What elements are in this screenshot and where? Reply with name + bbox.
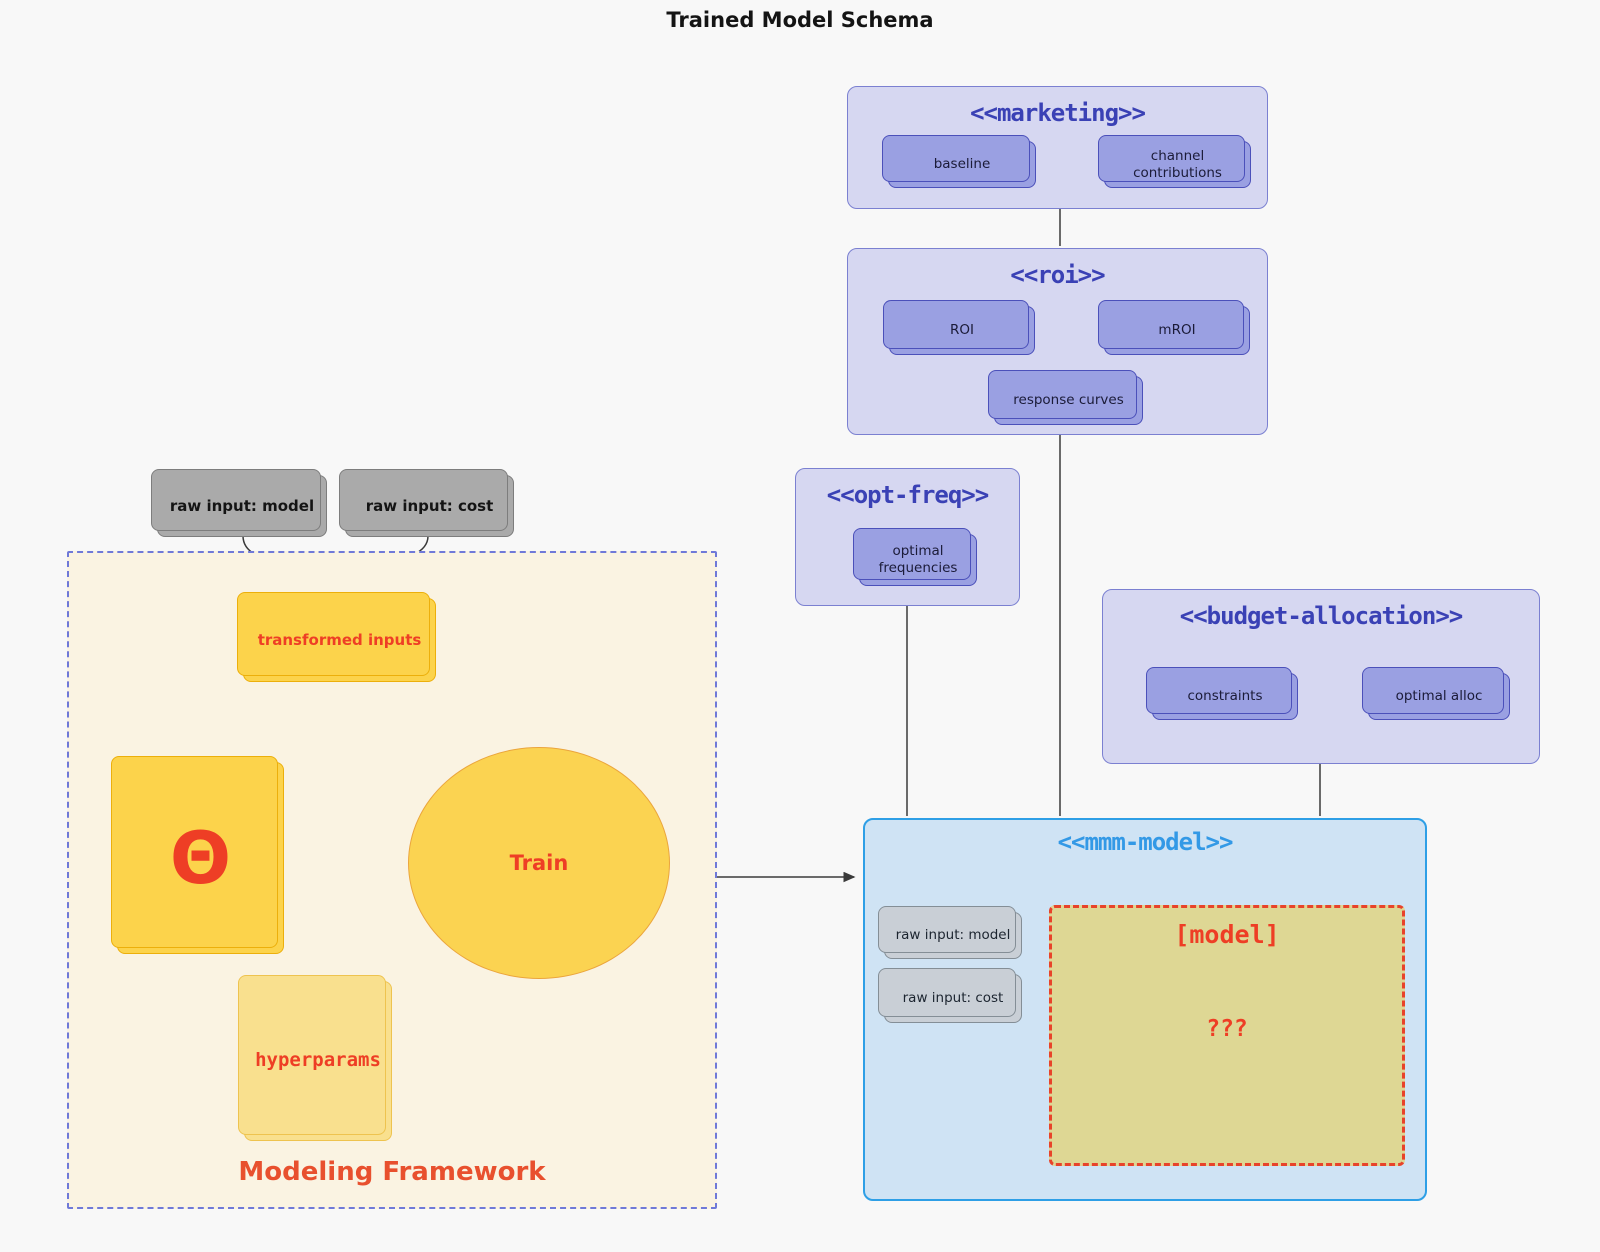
node-mroi: mROI <box>1098 300 1250 355</box>
group-budget-allocation-title: <<budget-allocation>> <box>1179 602 1463 630</box>
group-mmm-model-title: <<mmm-model>> <box>1057 828 1234 856</box>
model-unknown-label: ??? <box>1206 1016 1248 1042</box>
group-marketing: <<marketing>> baseline channel contribut… <box>847 86 1268 209</box>
node-train: Train <box>408 747 670 979</box>
group-budget-allocation: <<budget-allocation>> constraints optima… <box>1102 589 1540 764</box>
node-channel-contributions: channel contributions <box>1098 135 1251 188</box>
node-theta: Θ <box>111 756 284 954</box>
node-baseline: baseline <box>882 135 1036 188</box>
node-transformed-inputs: transformed inputs <box>237 592 436 682</box>
node-raw-input-model: raw input: model <box>151 469 327 537</box>
group-roi-title: <<roi>> <box>1010 261 1105 289</box>
node-mmm-raw-input-cost: raw input: cost <box>878 968 1022 1023</box>
node-optimal-alloc: optimal alloc <box>1362 667 1510 720</box>
model-placeholder-box: [model] ??? <box>1049 905 1405 1166</box>
group-opt-freq: <<opt-freq>> optimal frequencies <box>795 468 1020 606</box>
node-roi: ROI <box>883 300 1035 355</box>
node-constraints: constraints <box>1146 667 1298 720</box>
node-raw-input-cost: raw input: cost <box>339 469 514 537</box>
node-optimal-frequencies: optimal frequencies <box>853 528 977 586</box>
group-modeling-framework: transformed inputs Θ Train hyperparams M… <box>67 551 717 1209</box>
group-mmm-model: <<mmm-model>> raw input: model raw input… <box>863 818 1427 1201</box>
group-opt-freq-title: <<opt-freq>> <box>826 481 989 509</box>
node-hyperparams: hyperparams <box>238 975 392 1141</box>
node-response-curves: response curves <box>988 370 1143 425</box>
model-tag-label: [model] <box>1174 920 1280 949</box>
page-title: Trained Model Schema <box>666 8 934 32</box>
node-mmm-raw-input-model: raw input: model <box>878 906 1022 959</box>
modeling-framework-label: Modeling Framework <box>238 1157 546 1187</box>
group-roi: <<roi>> ROI mROI response curves <box>847 248 1268 435</box>
group-marketing-title: <<marketing>> <box>970 99 1146 127</box>
